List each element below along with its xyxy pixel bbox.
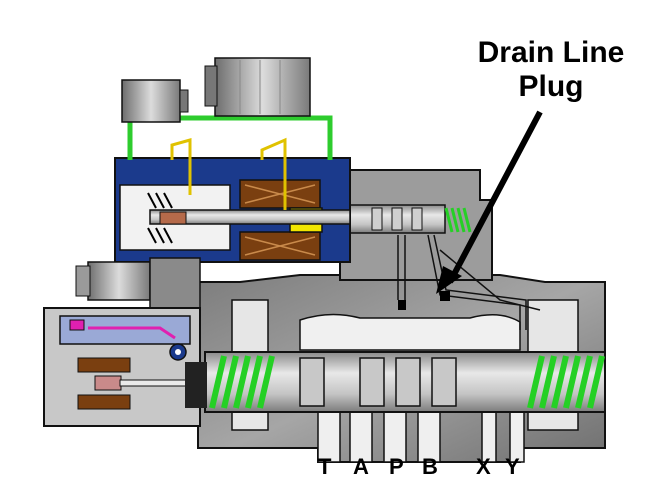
side-actuator	[43, 307, 207, 427]
port-label-a: A	[353, 454, 369, 479]
port-label-y: Y	[505, 454, 520, 479]
pilot-valve-body	[339, 169, 493, 281]
port-channels	[317, 399, 525, 463]
port-label-p: P	[389, 454, 404, 479]
drain-plug-secondary	[398, 300, 406, 310]
callout-line-1: Drain Line	[477, 36, 625, 69]
left-main-spring	[209, 355, 275, 409]
pilot-solenoid	[114, 157, 351, 263]
drain-line-plug-callout: Drain Line Plug	[462, 36, 640, 104]
electrical-connector-left	[121, 79, 189, 123]
port-label-t: T	[318, 454, 332, 479]
left-fitting	[75, 257, 201, 315]
port-label-b: B	[422, 454, 438, 479]
port-label-x: X	[476, 454, 491, 479]
callout-line-2: Plug	[518, 70, 584, 103]
drain-line-plug	[440, 291, 450, 301]
drain-line-plug-arrow	[436, 110, 543, 294]
electrical-connector-right	[204, 57, 311, 117]
right-main-spring	[527, 355, 605, 409]
solenoid-wire-frame	[127, 115, 333, 210]
